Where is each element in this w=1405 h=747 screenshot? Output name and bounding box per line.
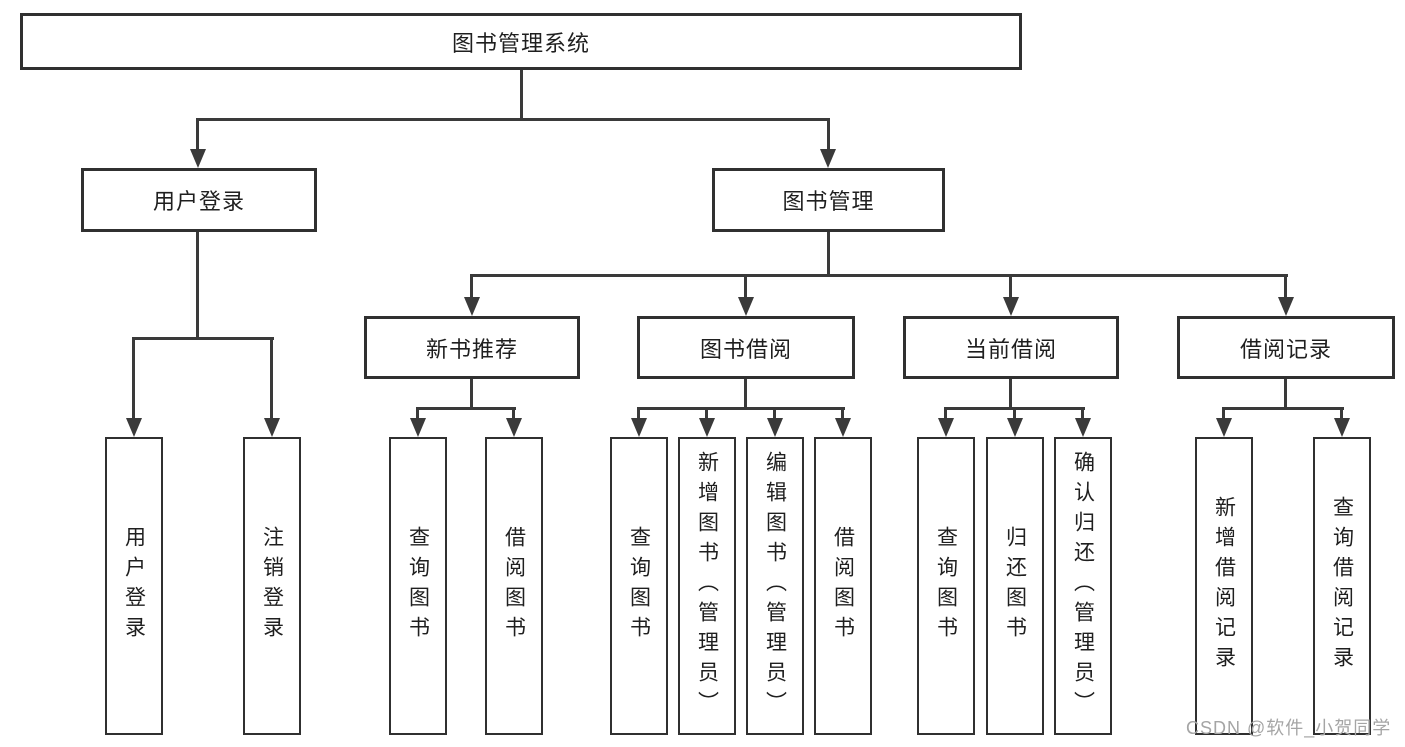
arrowhead-down-icon [820, 149, 836, 168]
leaf-borrow-books-recommend: 借阅图书 [485, 437, 543, 735]
leaf-add-borrow-record-label: 新增借阅记录 [1212, 496, 1236, 676]
arrowhead-down-icon [738, 297, 754, 316]
connector-line [1222, 407, 1225, 421]
arrowhead-down-icon [1216, 418, 1232, 437]
connector-line [1081, 407, 1084, 421]
leaf-query-books-borrowing: 查询图书 [610, 437, 668, 735]
leaf-add-books-admin-label: 新增图书（管理员） [695, 451, 719, 721]
leaf-query-books-current: 查询图书 [917, 437, 975, 735]
leaf-logout-login-label: 注销登录 [260, 526, 284, 646]
connector-line [416, 407, 516, 410]
arrowhead-down-icon [464, 297, 480, 316]
connector-line [132, 337, 274, 340]
connector-line [196, 118, 199, 152]
connector-line [637, 407, 640, 421]
connector-line [1340, 407, 1343, 421]
arrowhead-down-icon [938, 418, 954, 437]
node-borrowing-records: 借阅记录 [1177, 316, 1395, 379]
arrowhead-down-icon [631, 418, 647, 437]
connector-line [944, 407, 947, 421]
connector-line [416, 407, 419, 421]
node-book-borrowing: 图书借阅 [637, 316, 855, 379]
connector-line [827, 118, 830, 152]
connector-line [773, 407, 776, 421]
leaf-return-books-label: 归还图书 [1003, 526, 1027, 646]
connector-line [1009, 274, 1012, 300]
node-book-management-branch: 图书管理 [712, 168, 945, 232]
arrowhead-down-icon [1075, 418, 1091, 437]
leaf-edit-books-admin-label: 编辑图书（管理员） [763, 451, 787, 721]
connector-line [470, 274, 1288, 277]
connector-line [512, 407, 515, 421]
connector-line [470, 379, 473, 410]
connector-line [270, 337, 273, 421]
connector-line [520, 70, 523, 121]
connector-line [1284, 379, 1287, 410]
node-root: 图书管理系统 [20, 13, 1022, 70]
leaf-confirm-return-admin-label: 确认归还（管理员） [1071, 451, 1095, 721]
node-new-book-recommendation: 新书推荐 [364, 316, 580, 379]
leaf-add-borrow-record: 新增借阅记录 [1195, 437, 1253, 735]
arrowhead-down-icon [1007, 418, 1023, 437]
arrowhead-down-icon [835, 418, 851, 437]
leaf-edit-books-admin: 编辑图书（管理员） [746, 437, 804, 735]
node-current-borrowing: 当前借阅 [903, 316, 1119, 379]
watermark: CSDN @软件_小贺同学 [1186, 718, 1392, 738]
leaf-query-books-recommend: 查询图书 [389, 437, 447, 735]
leaf-add-books-admin: 新增图书（管理员） [678, 437, 736, 735]
connector-line [196, 118, 830, 121]
connector-line [841, 407, 844, 421]
leaf-logout-login: 注销登录 [243, 437, 301, 735]
arrowhead-down-icon [190, 149, 206, 168]
node-user-login-branch: 用户登录 [81, 168, 317, 232]
connector-line [1013, 407, 1016, 421]
connector-line [132, 337, 135, 421]
arrowhead-down-icon [767, 418, 783, 437]
connector-line [1284, 274, 1287, 300]
arrowhead-down-icon [264, 418, 280, 437]
leaf-user-login-label: 用户登录 [122, 526, 146, 646]
arrowhead-down-icon [1003, 297, 1019, 316]
connector-line [705, 407, 708, 421]
leaf-query-books-recommend-label: 查询图书 [406, 526, 430, 646]
leaf-borrow-books: 借阅图书 [814, 437, 872, 735]
leaf-user-login: 用户登录 [105, 437, 163, 735]
arrowhead-down-icon [126, 418, 142, 437]
leaf-confirm-return-admin: 确认归还（管理员） [1054, 437, 1112, 735]
leaf-return-books: 归还图书 [986, 437, 1044, 735]
connector-line [1222, 407, 1344, 410]
connector-line [744, 379, 747, 410]
connector-line [1009, 379, 1012, 410]
connector-line [637, 407, 845, 410]
leaf-query-books-borrowing-label: 查询图书 [627, 526, 651, 646]
connector-line [827, 232, 830, 277]
leaf-borrow-books-label: 借阅图书 [831, 526, 855, 646]
connector-line [744, 274, 747, 300]
leaf-borrow-books-recommend-label: 借阅图书 [502, 526, 526, 646]
arrowhead-down-icon [410, 418, 426, 437]
leaf-query-borrow-record-label: 查询借阅记录 [1330, 496, 1354, 676]
leaf-query-borrow-record: 查询借阅记录 [1313, 437, 1371, 735]
arrowhead-down-icon [1278, 297, 1294, 316]
arrowhead-down-icon [506, 418, 522, 437]
arrowhead-down-icon [699, 418, 715, 437]
arrowhead-down-icon [1334, 418, 1350, 437]
connector-line [196, 232, 199, 340]
connector-line [470, 274, 473, 300]
leaf-query-books-current-label: 查询图书 [934, 526, 958, 646]
